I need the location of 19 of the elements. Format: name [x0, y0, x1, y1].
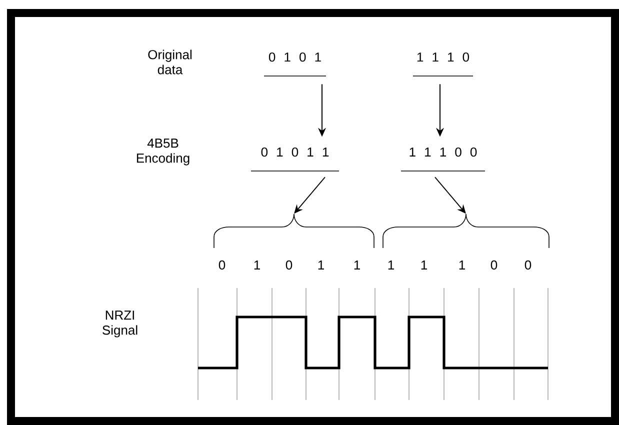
bit-label: 0 — [218, 260, 226, 270]
bit-label: 1 — [421, 260, 427, 270]
row-label: NRZI Signal — [102, 310, 138, 338]
bit-label: 1 — [459, 260, 465, 270]
underlined-bits: 1 1 1 0 0 — [400, 147, 486, 172]
bit-label: 1 — [388, 260, 394, 270]
bit-label: 0 — [286, 260, 292, 270]
brace — [214, 214, 374, 248]
bit-label: 0 — [524, 260, 532, 270]
bit-label: 0 — [490, 260, 498, 270]
underlined-bits: 0 1 0 1 1 — [250, 147, 340, 172]
bit-label: 1 — [254, 260, 260, 270]
brace — [382, 214, 550, 248]
underlined-bits: 1 1 1 0 — [412, 52, 474, 76]
row-label: Original data — [148, 50, 192, 74]
bit-label: 1 — [354, 260, 360, 270]
underlined-bits: 0 1 0 1 — [264, 52, 326, 76]
row-label: 4B5B Encoding — [136, 138, 190, 166]
bit-label: 1 — [318, 260, 324, 270]
